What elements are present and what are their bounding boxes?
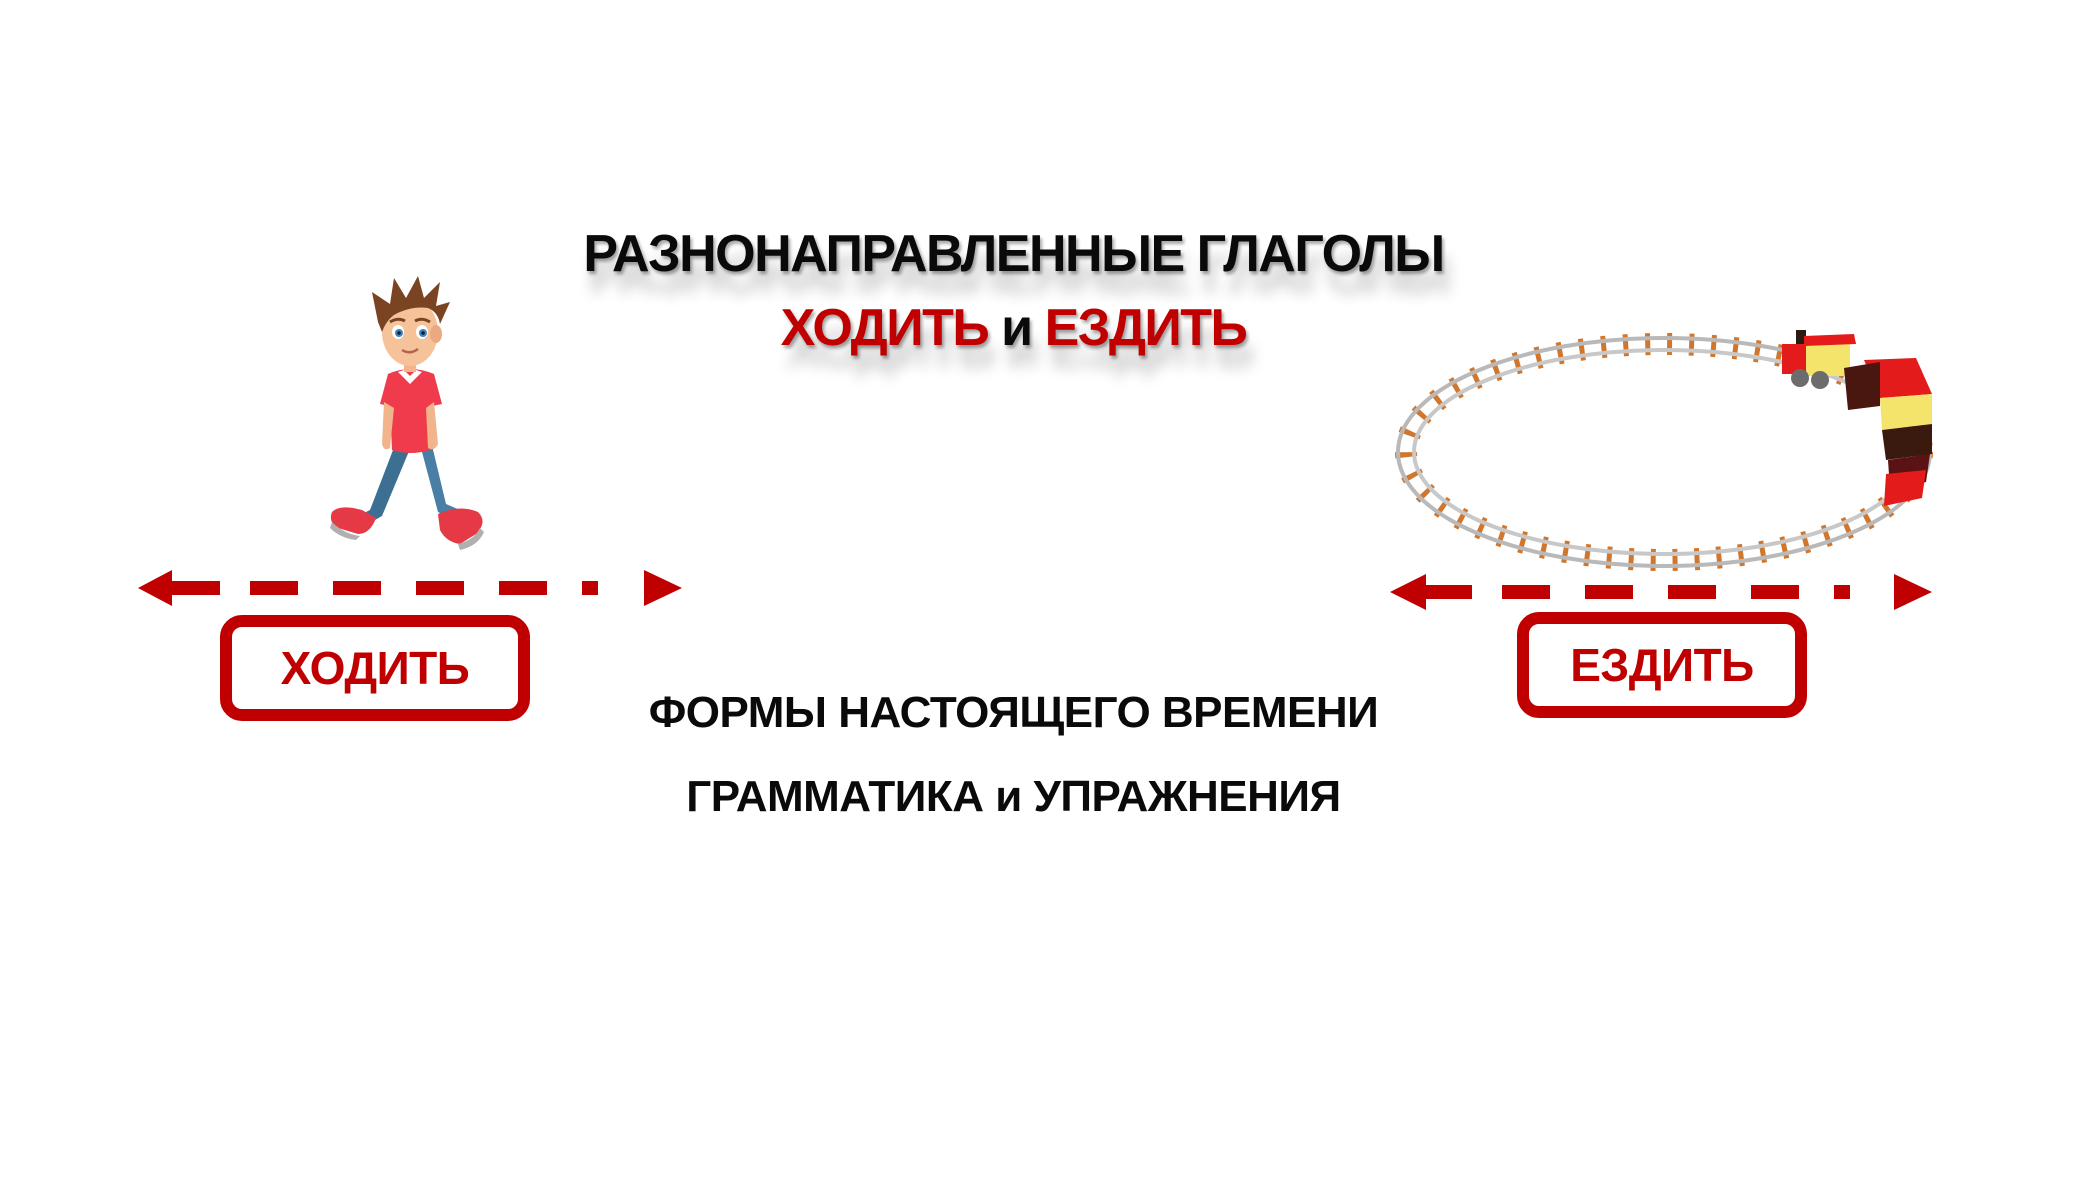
toy-train-on-circular-track-icon (1395, 330, 1933, 571)
subtitle-grammar-exercises: ГРАММАТИКА и УПРАЖНЕНИЯ (686, 772, 1341, 821)
train-car-2 (1884, 454, 1930, 506)
left-double-headed-dashed-arrow-icon (138, 570, 682, 606)
title-connector: и (988, 299, 1045, 357)
right-double-headed-dashed-arrow-icon (1390, 574, 1932, 610)
slide-title: РАЗНОНАПРАВЛЕННЫЕ ГЛАГОЛЫ ХОДИТЬ и ЕЗДИТ… (0, 218, 2059, 364)
title-verb-ezdit: ЕЗДИТЬ (1044, 299, 1248, 357)
verb-box-ezdit: ЕЗДИТЬ (1517, 612, 1807, 718)
verb-label-ezdit: ЕЗДИТЬ (1570, 639, 1754, 691)
walking-boy-icon (330, 276, 484, 550)
train-locomotive (1782, 330, 1856, 389)
title-verb-hodit: ХОДИТЬ (780, 299, 990, 357)
verb-box-hodit: ХОДИТЬ (220, 615, 530, 721)
train-car-1 (1844, 358, 1932, 460)
title-line-1: РАЗНОНАПРАВЛЕННЫЕ ГЛАГОЛЫ (583, 225, 1445, 283)
title-line-2: ХОДИТЬ и ЕЗДИТЬ (0, 292, 2059, 364)
verb-label-hodit: ХОДИТЬ (280, 642, 470, 694)
subtitle-present-tense-forms: ФОРМЫ НАСТОЯЩЕГО ВРЕМЕНИ (648, 688, 1379, 737)
